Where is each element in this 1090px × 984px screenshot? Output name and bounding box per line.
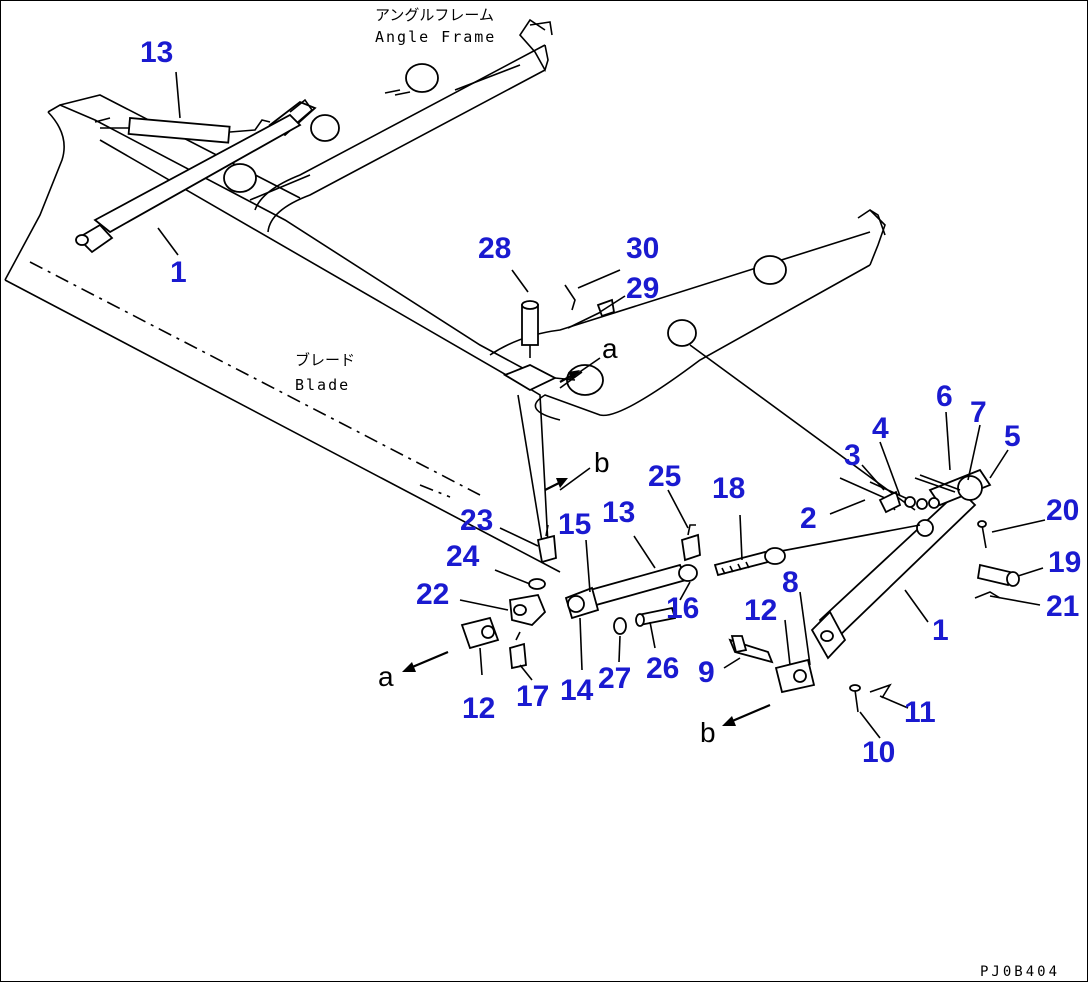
callout-17: 17 — [516, 680, 549, 713]
callout-13: 13 — [140, 36, 173, 69]
callout-18: 18 — [712, 472, 745, 505]
bolt-9 — [728, 635, 774, 664]
angle-frame-label-jp: アングルフレーム — [375, 6, 494, 24]
callout-19: 19 — [1048, 546, 1081, 579]
callout-5: 5 — [1004, 420, 1021, 453]
blade-label-en: Blade — [295, 376, 350, 394]
callout-4: 4 — [872, 412, 889, 445]
callout-8: 8 — [782, 566, 799, 599]
callout-1: 1 — [170, 256, 187, 289]
callout-22: 22 — [416, 578, 449, 611]
cap-12-left — [460, 616, 500, 650]
rod-18 — [713, 547, 786, 577]
pin-10-11 — [849, 683, 892, 713]
callout-15: 15 — [558, 508, 591, 541]
pin-28 — [521, 300, 539, 358]
callout-9: 9 — [698, 656, 715, 689]
drawing-code: PJ0B404 — [980, 964, 1060, 980]
ref-a-bottom: a — [378, 661, 394, 692]
grease-fitting-23 — [536, 524, 557, 564]
angle-frame-label-en: Angle Frame — [375, 28, 496, 46]
brace-lower — [810, 468, 992, 660]
callout-10: 10 — [862, 736, 895, 769]
tilt-cylinder-lower — [564, 563, 698, 620]
callout-27: 27 — [598, 662, 631, 695]
washer-27 — [613, 617, 627, 635]
callout-6: 6 — [936, 380, 953, 413]
callout-2: 2 — [800, 502, 817, 535]
callout-25: 25 — [648, 460, 681, 493]
bolt-29-30 — [564, 284, 616, 329]
callout-12-right: 12 — [744, 594, 777, 627]
trunnion-bushings — [223, 63, 787, 396]
callout-29: 29 — [626, 272, 659, 305]
callout-13b: 13 — [602, 496, 635, 529]
callout-28: 28 — [478, 232, 511, 265]
fitting-17 — [509, 631, 527, 670]
callout-16: 16 — [666, 592, 699, 625]
washer-24 — [528, 578, 546, 590]
blade-bracket — [502, 364, 583, 392]
callout-3: 3 — [844, 439, 861, 472]
blade-label-jp: ブレード — [295, 351, 355, 369]
grease-fitting-25 — [680, 524, 701, 562]
callout-24: 24 — [446, 540, 480, 573]
ref-b-bottom: b — [700, 717, 716, 748]
callout-12-left: 12 — [462, 692, 495, 725]
ref-b-top: b — [594, 447, 610, 478]
callout-21: 21 — [1046, 590, 1079, 623]
bolt-26 — [635, 606, 677, 627]
callout-20: 20 — [1046, 494, 1079, 527]
pin-19-20-21 — [974, 520, 1020, 599]
callout-30: 30 — [626, 232, 659, 265]
leader-brace-18 — [759, 524, 921, 556]
blade-outline — [4, 94, 561, 573]
knob-parts — [839, 477, 940, 514]
brace-upper — [75, 98, 314, 254]
callout-1b: 1 — [932, 614, 949, 647]
cap-22 — [509, 593, 547, 626]
ref-a-top: a — [602, 333, 618, 364]
callout-23: 23 — [460, 504, 493, 537]
callout-14: 14 — [560, 674, 594, 707]
cap-12-right — [774, 658, 816, 694]
callout-26: 26 — [646, 652, 679, 685]
callout-11: 11 — [904, 696, 936, 729]
reference-arrows — [402, 370, 771, 726]
callout-7: 7 — [970, 396, 987, 429]
angle-frame — [249, 18, 886, 421]
leader-lines — [157, 64, 1046, 739]
